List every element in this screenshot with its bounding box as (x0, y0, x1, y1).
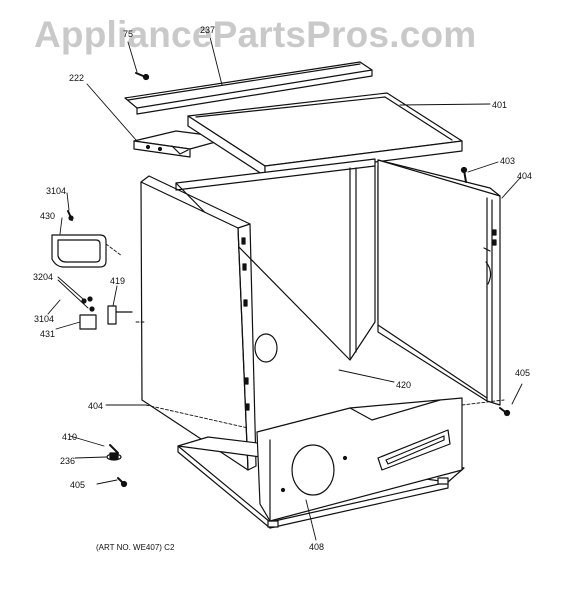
callout-419: 419 (110, 276, 126, 286)
callout-237: 237 (200, 25, 216, 35)
callout-3104-top: 3104 (46, 186, 67, 196)
screw-75-part (136, 73, 149, 80)
top-rail-part (125, 62, 372, 114)
screw-403-part (462, 168, 467, 183)
callout-236: 236 (60, 456, 76, 466)
screw-405-right-part (500, 408, 510, 416)
callout-410: 410 (62, 432, 78, 442)
callout-420: 420 (396, 380, 412, 390)
callout-403: 403 (500, 156, 516, 166)
callout-404-left: 404 (88, 401, 104, 411)
callout-75: 75 (123, 29, 134, 39)
callout-3104-mid: 3104 (34, 314, 55, 324)
callout-431: 431 (40, 329, 56, 339)
callout-405-left: 405 (70, 480, 86, 490)
leveling-leg-part (107, 445, 121, 460)
callout-408: 408 (309, 542, 325, 552)
top-panel-part (188, 93, 462, 176)
bracket-430-part (52, 235, 106, 267)
callout-405-right: 405 (515, 368, 531, 378)
callout-222: 222 (69, 73, 85, 83)
callout-404-right: 404 (517, 171, 533, 181)
callout-430: 430 (40, 211, 56, 221)
front-bulkhead-part (257, 398, 462, 521)
left-side-panel-part (141, 176, 256, 470)
terminal-block-part (80, 297, 132, 329)
watermark-text: AppliancePartsPros.com (34, 14, 477, 55)
art-number-note: (ART NO. WE407) C2 (96, 543, 175, 552)
screw-405-left-part (118, 478, 127, 487)
leader-lines (48, 37, 522, 540)
callout-3204: 3204 (33, 272, 54, 282)
screw-3104-top-part (68, 211, 73, 220)
right-side-panel-part (378, 160, 500, 405)
callout-401: 401 (492, 100, 508, 110)
